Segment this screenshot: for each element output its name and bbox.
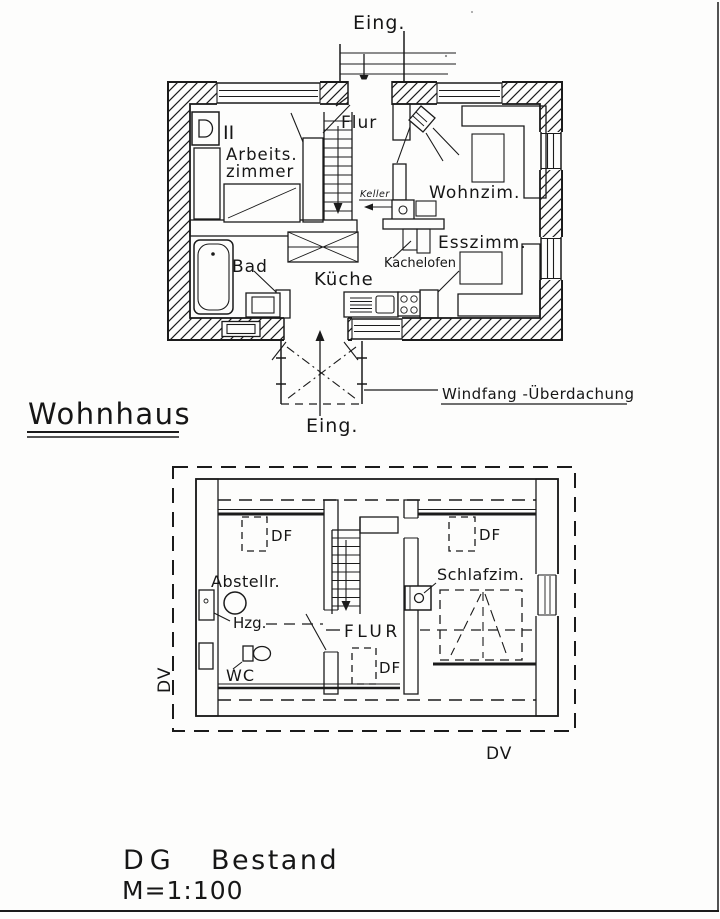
dg-roof-lines: [218, 499, 536, 701]
bathtub-symbol: [193, 239, 234, 315]
label-abstellraum: Abstellr.: [211, 572, 280, 591]
label-kueche: Küche: [314, 269, 374, 290]
label-schlafzimmer: Schlafzim.: [437, 565, 525, 584]
eg-door-bottom: [283, 317, 349, 341]
plan-title: Wohnhaus: [27, 397, 191, 438]
windfang-annotation: Windfang -Überdachung: [441, 384, 635, 405]
windfang-vestibule: [276, 330, 438, 416]
label-heizung: Hzg.: [233, 614, 266, 632]
label-keller: Keller: [360, 189, 390, 200]
dining-bench-symbol: [457, 243, 541, 317]
bed-symbol: [439, 589, 523, 661]
boiler-symbol: [198, 589, 247, 622]
label-df-right: DF: [479, 526, 501, 544]
sofa-symbol: [461, 105, 547, 199]
roof-window-right: [448, 516, 476, 552]
label-windfang: Windfang -Überdachung: [442, 384, 635, 403]
label-eing-bottom: Eing.: [306, 415, 358, 437]
roof-window-left: [241, 516, 268, 552]
exterior-stairs-symbol: [339, 31, 456, 82]
eg-window-top-left: [216, 80, 321, 106]
attic-floor-plan: DF DF Abstellr. Schlafzim. Hzg. FLUR DF …: [155, 466, 576, 764]
eg-window-top-right: [436, 80, 503, 106]
chimney-symbol: [404, 582, 437, 611]
stove-symbol: [397, 291, 421, 317]
label-window-mark: II: [223, 122, 234, 144]
label-eing-top: Eing.: [353, 12, 405, 34]
label-level: DG: [123, 845, 177, 876]
cellar-marker: Keller: [359, 189, 397, 211]
roof-window-hall: [351, 647, 377, 685]
label-dv-bottom: DV: [486, 744, 512, 764]
lamp-symbol: [396, 105, 460, 164]
label-wohnzimmer: Wohnzim.: [429, 183, 520, 203]
label-flur-eg: Flur: [341, 113, 377, 133]
label-df-hall: DF: [379, 659, 401, 677]
label-dv-left: DV: [155, 667, 175, 693]
label-status: Bestand: [211, 845, 339, 876]
label-wohnhaus-title: Wohnhaus: [28, 397, 191, 431]
kachelofen-symbol: [382, 163, 445, 259]
label-flur-dg: FLUR: [344, 622, 401, 642]
label-esszimmer: Esszimm.: [438, 233, 527, 253]
label-arbeitszimmer-2: zimmer: [226, 162, 294, 181]
label-wc: WC: [226, 666, 255, 685]
label-df-left: DF: [271, 527, 293, 545]
kitchen-cabinet-symbol: [287, 231, 359, 263]
dg-stair-walls: [305, 499, 419, 695]
ground-floor-plan: Keller: [27, 12, 635, 438]
cellar-stairs-symbol: [323, 112, 353, 220]
toilet-symbol: [198, 642, 272, 670]
roof-overhang-outline: [172, 466, 576, 732]
eg-door-swings: [253, 104, 460, 361]
attic-stairs-symbol: [331, 516, 399, 614]
dg-window-right: [535, 574, 559, 616]
kitchen-sink-symbol: [343, 291, 399, 318]
eg-window-right-upper: [539, 132, 563, 170]
title-block: DG Bestand M=1:100: [122, 845, 339, 905]
label-arbeitszimmer-1: Arbeits.: [226, 145, 298, 164]
eg-window-right-lower: [539, 237, 563, 280]
workroom-furniture: [191, 111, 301, 223]
eg-cellar-window: [221, 320, 261, 338]
label-bad: Bad: [232, 257, 268, 277]
eg-entrance-door-top: [347, 79, 393, 106]
label-kachelofen: Kachelofen: [384, 256, 456, 271]
washing-machine-symbol: [245, 292, 281, 318]
eg-window-bottom: [351, 317, 403, 341]
label-scale: M=1:100: [122, 876, 244, 905]
